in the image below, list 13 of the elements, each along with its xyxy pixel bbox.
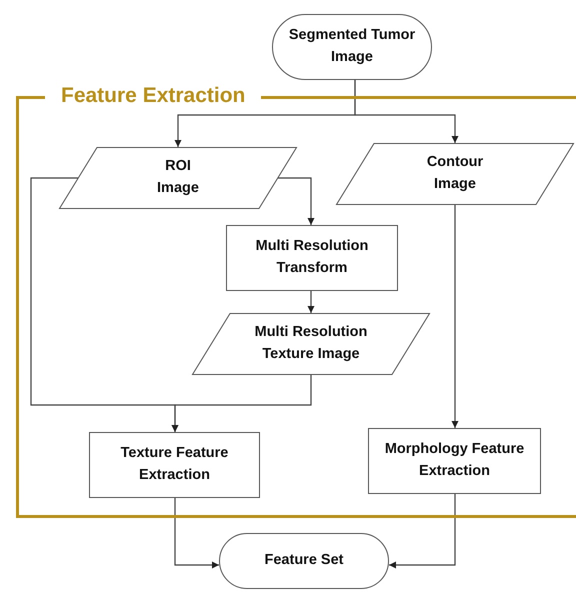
process-box: Morphology Feature Extraction [368,428,541,494]
node-label: Multi Resolution Texture Image [254,323,368,364]
arrow [308,291,314,313]
arrow [172,375,312,432]
process-box: Multi Resolution Transform [226,225,398,291]
arrow [452,205,458,428]
arrow [174,498,219,568]
node-label: ROI Image [156,157,200,198]
node-label: Contour Image [426,153,484,194]
arrow [389,494,456,568]
process-box: Texture Feature Extraction [89,432,260,498]
arrow [354,80,458,143]
arrow [278,177,314,225]
